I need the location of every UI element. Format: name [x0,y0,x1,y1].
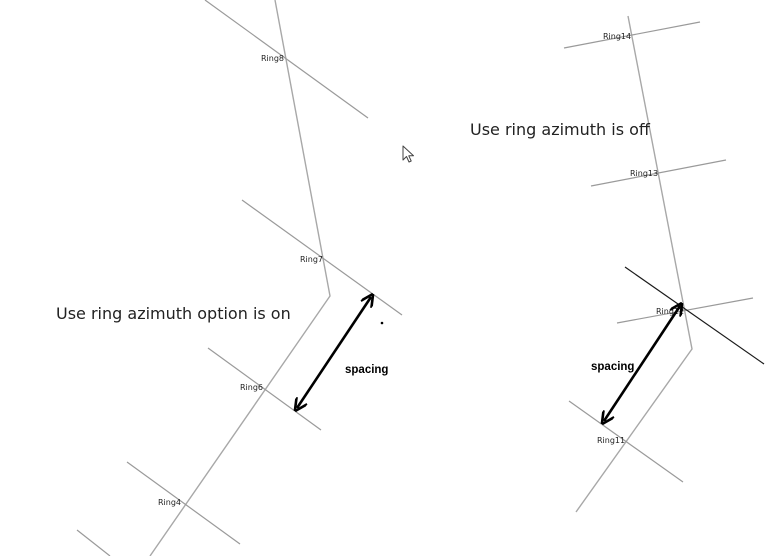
ring6-line [207,347,322,431]
left-spacing-arrow [297,297,371,408]
ring8-label: Ring8 [261,54,284,63]
left-caption: Use ring azimuth option is on [56,304,291,323]
right-caption: Use ring azimuth is off [470,120,651,139]
ring7-label: Ring7 [300,255,323,264]
ring3-line [76,529,111,556]
ring12-azimuth-line [624,266,765,365]
right-spacing-arrow [604,306,680,421]
right-centerline [575,15,693,513]
right-panel: Ring14 Ring13 Ring12 Ring11 spacing Use … [470,15,765,513]
ring13-label: Ring13 [630,169,658,178]
right-spacing-label: spacing [591,361,634,373]
ring4-line [126,461,241,545]
mouse-pointer-icon [402,145,414,163]
ring14-label: Ring14 [603,32,631,41]
left-panel: Ring8 Ring7 Ring6 Ring4 spacing Use ring… [56,0,403,556]
ring11-label: Ring11 [597,436,625,445]
ring14-line [563,21,701,49]
left-spacing-label: spacing [345,364,388,376]
ring6-label: Ring6 [240,383,263,392]
ring4-label: Ring4 [158,498,181,507]
left-centerline [149,0,331,556]
ring8-line [204,0,369,119]
ring11-line [568,400,684,483]
ring12-line [616,297,754,324]
left-dot [380,321,384,325]
ring7-line [241,199,403,316]
ring13-line [590,159,727,187]
